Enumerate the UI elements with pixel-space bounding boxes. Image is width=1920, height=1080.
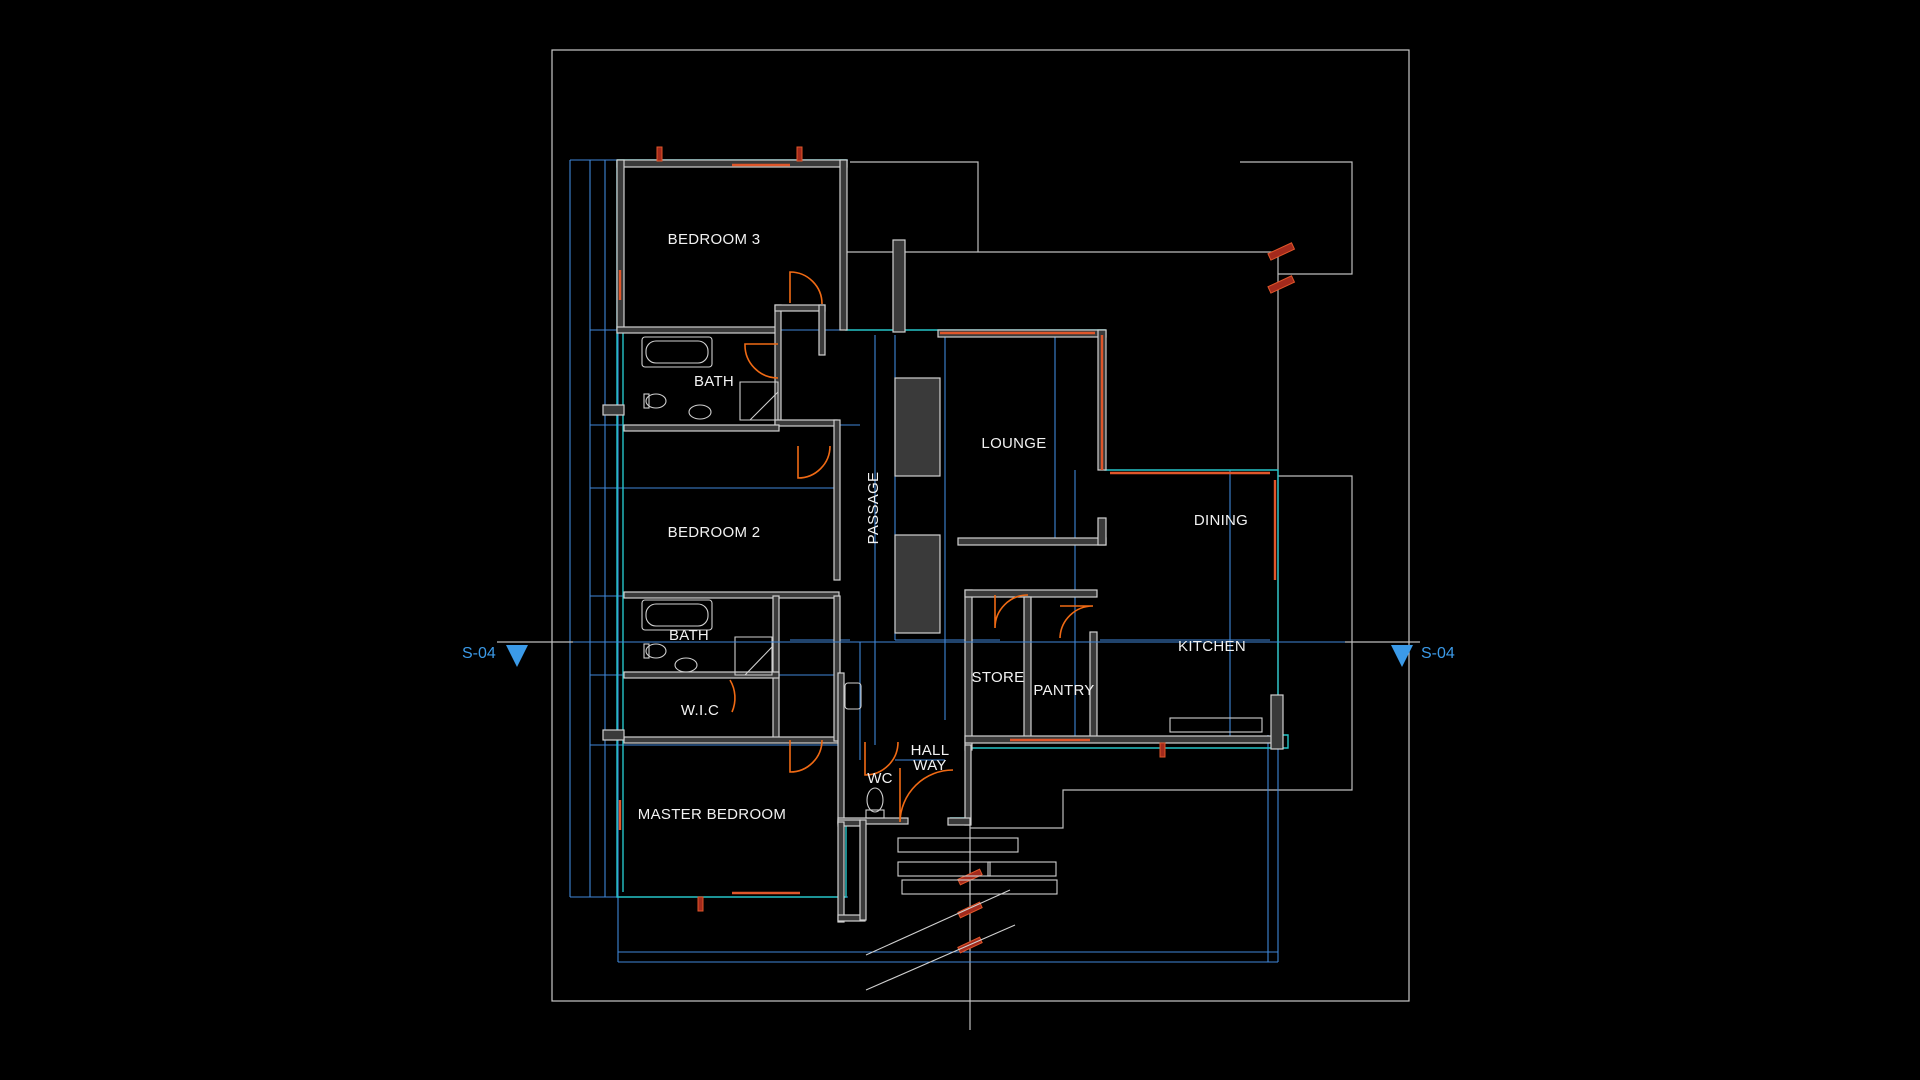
section-label-left: S-04	[462, 645, 496, 662]
windows	[618, 146, 1296, 954]
room-label-bath-upper: BATH	[694, 373, 734, 390]
room-label-store: STORE	[972, 669, 1025, 686]
room-label-bath-lower: BATH	[669, 627, 709, 644]
section-arrow-right-icon	[1391, 645, 1413, 667]
entrance-steps	[865, 837, 1058, 991]
room-label-pantry: PANTRY	[1033, 682, 1094, 699]
room-label-master-bedroom: MASTER BEDROOM	[638, 806, 786, 823]
room-label-wc: WC	[867, 770, 893, 787]
room-label-kitchen: KITCHEN	[1178, 638, 1246, 655]
section-arrow-left-icon	[506, 645, 528, 667]
section-label-right: S-04	[1421, 645, 1455, 662]
interior-walls	[602, 159, 1284, 923]
doors	[729, 271, 1094, 823]
fixtures	[641, 336, 1263, 819]
room-label-hall-line-1: HALL	[911, 742, 950, 759]
room-label-lounge: LOUNGE	[981, 435, 1046, 452]
room-label-bedroom-3: BEDROOM 3	[668, 231, 761, 248]
room-label-hall-line-2: WAY	[913, 757, 946, 774]
section-mark-left: S-04	[462, 641, 573, 667]
room-label-passage: PASSAGE	[865, 472, 882, 545]
sheet-frame	[551, 49, 1410, 1002]
room-labels: BEDROOM 3 BATH BEDROOM 2 BATH W.I.C MAST…	[638, 231, 1248, 823]
room-label-bedroom-2: BEDROOM 2	[668, 524, 761, 541]
room-label-wic: W.I.C	[681, 702, 719, 719]
section-mark-right: S-04	[1345, 641, 1455, 667]
room-label-dining: DINING	[1194, 512, 1248, 529]
